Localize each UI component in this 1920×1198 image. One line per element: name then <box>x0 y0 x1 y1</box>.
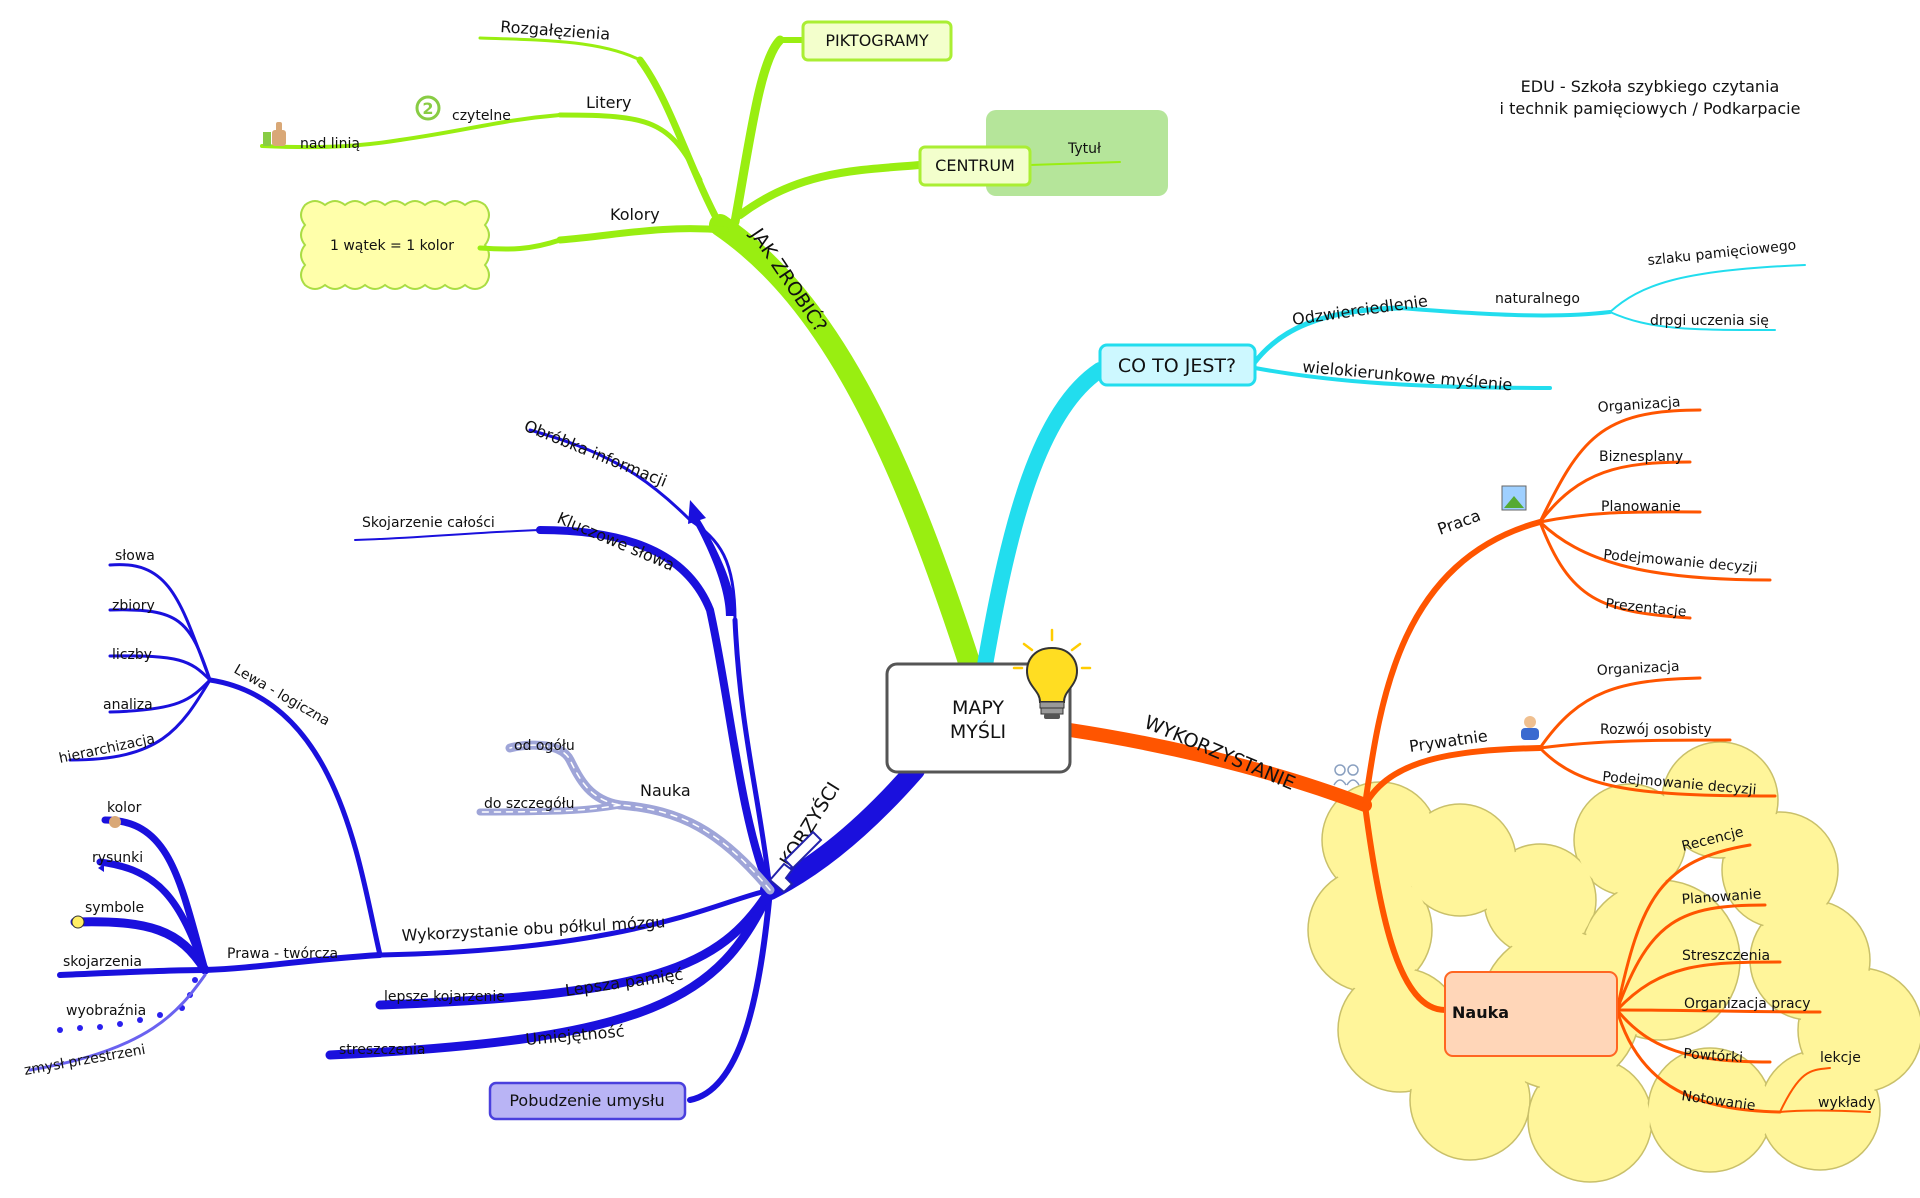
obrobka-label: Obróbka informacji <box>522 416 670 491</box>
up-arrow <box>688 500 736 616</box>
lightbulb-icon <box>1012 628 1092 719</box>
co-label: CO TO JEST? <box>1118 355 1236 377</box>
nauka-item-4: Powtórki <box>1683 1046 1744 1066</box>
number-2-badge: 2 <box>415 95 441 121</box>
branch-jak <box>260 35 1121 676</box>
svg-text:2: 2 <box>422 99 433 118</box>
header-line2: i technik pamięciowych / Podkarpacie <box>1500 99 1801 118</box>
branch-korz <box>57 428 925 1103</box>
praca-item-4: Prezentacje <box>1605 596 1688 620</box>
wykorzystanie-label: Wykorzystanie obu półkul mózgu <box>401 912 666 945</box>
kolory-label: Kolory <box>610 205 660 224</box>
center-line1: MAPY <box>952 697 1004 719</box>
prawa-item-1: rysunki <box>92 850 143 866</box>
piktogramy-box <box>801 20 953 62</box>
road-nauka <box>476 740 775 895</box>
picture-icon <box>1501 485 1527 511</box>
praca-item-3: Podejmowanie decyzji <box>1603 547 1758 576</box>
odzwierciedlenie-label: Odzwierciedlenie <box>1291 291 1429 329</box>
prawa-item-2: symbole <box>85 900 144 916</box>
branch-co <box>977 264 1806 673</box>
pobudzenie-label: Pobudzenie umysłu <box>509 1091 664 1110</box>
szlaku-label: szlaku pamięciowego <box>1647 237 1797 269</box>
praca-item-2: Planowanie <box>1601 499 1681 515</box>
watek-box <box>300 200 490 290</box>
do-szczegolu-label: do szczegółu <box>484 796 575 812</box>
wyk-nauka-label: Nauka <box>1452 1003 1509 1022</box>
wielokierunkowe-label: wielokierunkowe myślenie <box>1302 357 1513 394</box>
header-line1: EDU - Szkoła szybkiego czytania <box>1521 77 1780 96</box>
dotted-branch <box>57 977 198 1033</box>
litery-label: Litery <box>586 93 632 112</box>
thumbs-up-icon <box>263 122 286 146</box>
nauka-item-1: Planowanie <box>1681 886 1762 908</box>
praca-item-1: Biznesplany <box>1599 449 1683 465</box>
wyk-nauka-box <box>1444 971 1618 1057</box>
praca-label: Praca <box>1435 506 1483 539</box>
nad-linia-label: nad linią <box>300 136 360 152</box>
centrum-box <box>918 145 1032 187</box>
naturalnego-label: naturalnego <box>1495 291 1580 307</box>
prawa-label: Prawa - twórcza <box>227 946 338 962</box>
tytul-label: Tytuł <box>1067 141 1101 157</box>
prywatnie-item-0: Organizacja <box>1596 659 1680 679</box>
centrum-label: CENTRUM <box>935 156 1015 175</box>
lewa-label: Lewa - logiczna <box>231 662 332 730</box>
lewa-item-0: słowa <box>115 548 155 564</box>
od-ogolu-label: od ogółu <box>514 738 575 754</box>
kluczowe-label: Kluczowe słowa <box>554 508 677 575</box>
lewa-item-4: hierarchizacja <box>58 731 157 767</box>
prawa-item-0: kolor <box>107 800 142 816</box>
drogi-label: drpgi uczenia się <box>1650 313 1769 329</box>
lepsza-label: Lepsza pamięć <box>564 965 684 1000</box>
center-box <box>885 662 1072 774</box>
lepsze-kojarzenie-label: lepsze kojarzenie <box>384 989 505 1005</box>
person-icon <box>1521 716 1539 740</box>
praca-item-0: Organizacja <box>1597 394 1681 416</box>
nauka-item-3: Organizacja pracy <box>1684 996 1811 1012</box>
piktogramy-label: PIKTOGRAMY <box>825 31 929 50</box>
lekcje-label: lekcje <box>1820 1050 1861 1066</box>
skojarzenie-label: Skojarzenie całości <box>362 515 495 531</box>
zmysl-branch <box>28 973 207 1072</box>
prawa-item-3: skojarzenia <box>63 954 142 970</box>
nauka-item-2: Streszczenia <box>1682 948 1770 964</box>
korz-nauka-label: Nauka <box>640 781 691 800</box>
lewa-item-3: analiza <box>103 697 153 713</box>
streszczenia-label: streszczenia <box>339 1042 426 1058</box>
people-icon <box>1333 764 1360 786</box>
lewa-item-2: liczby <box>112 647 152 663</box>
watek-text: 1 wątek = 1 kolor <box>330 238 454 254</box>
jak-label: JAK ZROBIĆ? <box>745 223 833 337</box>
prywatnie-item-1: Rozwój osobisty <box>1600 722 1712 738</box>
prawa-item-icons <box>71 816 121 929</box>
czytelne-label: czytelne <box>452 108 511 124</box>
prawa-item-4: wyobraźnia <box>66 1003 146 1019</box>
pointing-hand-icon <box>768 830 823 894</box>
wyklady-label: wykłady <box>1818 1095 1876 1111</box>
co-box <box>1098 343 1257 387</box>
lewa-item-1: zbiory <box>112 598 155 614</box>
branch-wyk <box>1063 408 1871 1114</box>
umiejetnosc-label: Umiejętność <box>525 1021 625 1049</box>
center-line2: MYŚLI <box>950 719 1006 743</box>
pobudzenie-box <box>488 1081 687 1121</box>
prawa-item-5: zmysł przestrzeni <box>23 1042 147 1079</box>
